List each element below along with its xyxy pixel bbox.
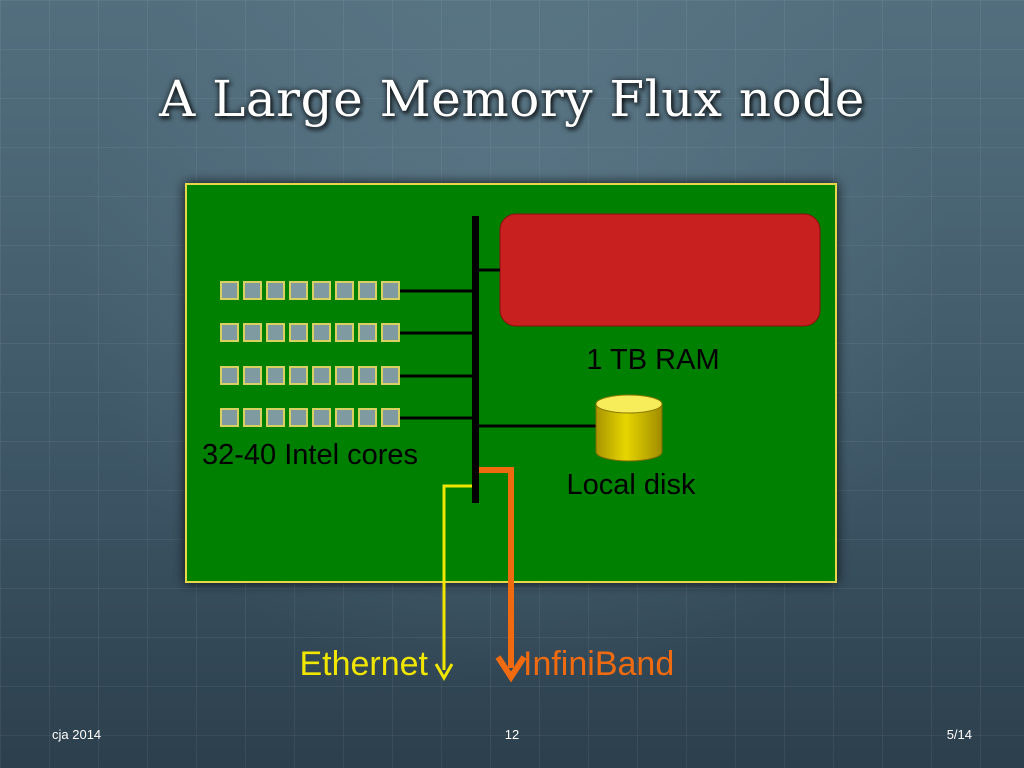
cpu-core (220, 366, 239, 385)
cpu-core (220, 323, 239, 342)
cpu-core (312, 366, 331, 385)
cpu-core (220, 408, 239, 427)
cpu-core (335, 408, 354, 427)
cpu-core (335, 366, 354, 385)
cpu-core (312, 408, 331, 427)
disk-icon (595, 394, 663, 462)
cpu-core (266, 408, 285, 427)
slide-title: A Large Memory Flux node (159, 70, 865, 128)
cpu-core (335, 323, 354, 342)
cpu-core (381, 366, 400, 385)
ram-label: 1 TB RAM (586, 344, 719, 376)
ram-block (499, 213, 821, 327)
cpu-core (358, 281, 377, 300)
cpu-core (312, 323, 331, 342)
cpu-core (358, 323, 377, 342)
cpu-core (243, 408, 262, 427)
cpu-core (358, 366, 377, 385)
cpu-core (289, 408, 308, 427)
footer-page-number: 12 (504, 727, 520, 742)
cpu-core (266, 323, 285, 342)
ethernet-arrowhead (434, 663, 454, 682)
cpu-core (220, 281, 239, 300)
ethernet-link (442, 484, 472, 670)
cpu-core (243, 281, 262, 300)
cpu-core (381, 408, 400, 427)
cpu-core (335, 281, 354, 300)
cpu-core (358, 408, 377, 427)
infiniband-link (479, 467, 514, 668)
cpu-core (243, 323, 262, 342)
cpu-core (381, 323, 400, 342)
cpu-core (381, 281, 400, 300)
cpu-core (289, 323, 308, 342)
cpu-core (266, 366, 285, 385)
cpu-core (289, 366, 308, 385)
footer-author: cja 2014 (52, 727, 102, 742)
cpu-core (312, 281, 331, 300)
infiniband-label: InfiniBand (523, 645, 674, 683)
system-bus (472, 216, 479, 503)
infiniband-arrowhead (495, 655, 527, 683)
footer-slide-counter: 5/14 (946, 727, 972, 742)
cpu-core (243, 366, 262, 385)
cores-label: 32-40 Intel cores (202, 439, 418, 471)
cpu-core (266, 281, 285, 300)
ethernet-label: Ethernet (299, 645, 428, 683)
cpu-cores (220, 281, 400, 427)
disk-label: Local disk (567, 469, 696, 501)
cpu-core (289, 281, 308, 300)
